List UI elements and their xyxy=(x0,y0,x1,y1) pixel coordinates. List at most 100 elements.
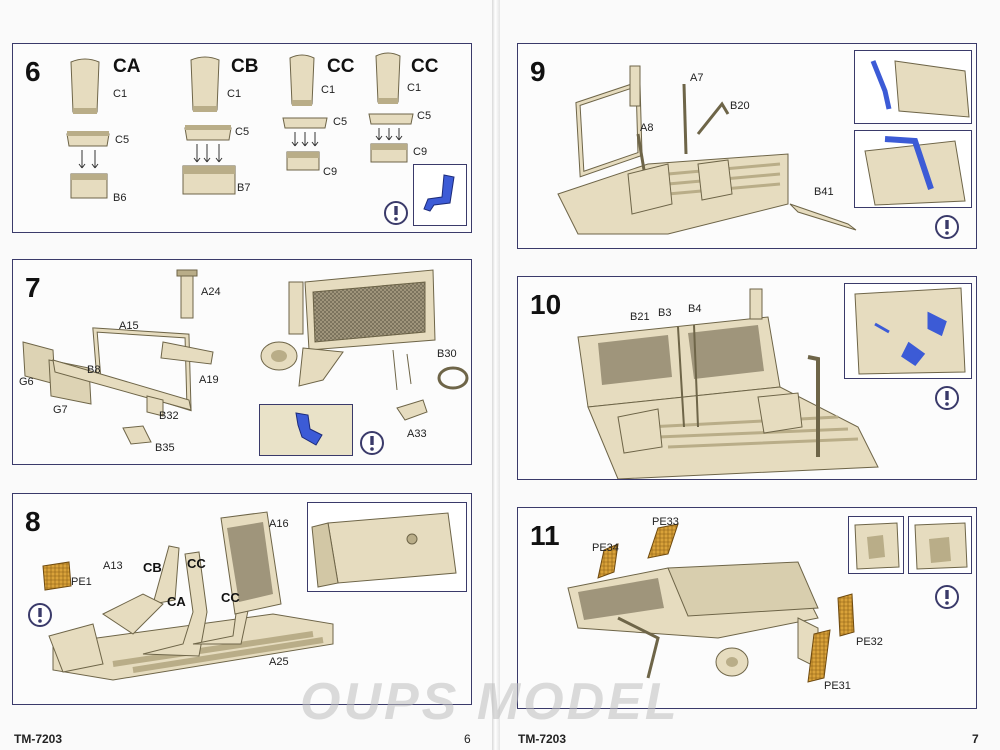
part-label: C5 xyxy=(417,110,432,122)
part-label: C5 xyxy=(115,134,130,146)
seat-orientation-inset xyxy=(413,164,467,226)
dashboard-assembly-drawing xyxy=(577,288,879,479)
seat-group-label: CC xyxy=(187,556,206,571)
page-number-right: 7 xyxy=(972,732,979,746)
part-label: C1 xyxy=(321,84,336,96)
part-label: G7 xyxy=(53,404,68,416)
group-label: CC xyxy=(327,56,355,77)
detail-inset-left xyxy=(848,516,904,574)
detail-inset-bottom xyxy=(854,130,972,208)
part-label: B41 xyxy=(814,186,834,198)
blue-bracket-icon xyxy=(260,405,352,455)
part-label: B3 xyxy=(658,307,672,319)
seat-cushion-part xyxy=(368,113,414,125)
part-label: C5 xyxy=(235,126,250,138)
step-7-panel: 7 A24 A15 B8 G6 G7 A19 B32 B35 B30 A33 xyxy=(12,259,472,465)
part-label: A7 xyxy=(690,72,704,84)
part-label: B32 xyxy=(159,410,179,422)
step-6-panel: 6 CA C1 C5 B6 CB C1 C5 B7 CC C1 C5 C9 CC… xyxy=(12,43,472,233)
part-label: C1 xyxy=(227,88,242,100)
step-number: 7 xyxy=(25,272,41,303)
detail-inset xyxy=(844,283,972,379)
attention-icon xyxy=(360,431,384,455)
blue-seat-icon xyxy=(423,174,455,212)
group-label: CA xyxy=(113,56,141,77)
assembly-arrows xyxy=(291,132,319,147)
page-spine xyxy=(492,0,500,750)
seat-cushion-part xyxy=(66,131,110,147)
step-number: 8 xyxy=(25,506,41,537)
part-label: PE1 xyxy=(71,576,92,588)
part-label: A25 xyxy=(269,656,289,668)
part-label: B8 xyxy=(87,364,101,376)
seat-group-label: CC xyxy=(221,590,240,605)
attention-icon xyxy=(28,603,52,627)
part-label: PE33 xyxy=(652,516,679,528)
step-number: 9 xyxy=(530,56,546,87)
part-label: C5 xyxy=(333,116,348,128)
hinge-detail-icon xyxy=(914,522,968,570)
seat-cushion-part xyxy=(282,117,328,129)
cargo-floor-drawing xyxy=(567,523,855,683)
seat-base-part xyxy=(182,165,236,195)
part-label: B4 xyxy=(688,303,702,315)
part-label: A33 xyxy=(407,428,427,440)
document-code-right: TM-7203 xyxy=(518,732,567,746)
attention-icon xyxy=(935,386,959,410)
step-11-panel: 11 PE33 PE34 PE32 PE31 xyxy=(517,507,977,709)
assembly-arrows xyxy=(78,150,99,169)
seat-back-part xyxy=(190,56,220,112)
seat-frame-drawing xyxy=(22,269,469,445)
seat-cushion-part xyxy=(184,125,232,141)
part-label: B30 xyxy=(437,348,457,360)
part-label: B21 xyxy=(630,311,650,323)
interior-seats-drawing xyxy=(42,511,334,681)
step-number: 11 xyxy=(530,520,560,551)
seat-base-part xyxy=(370,143,408,163)
part-label: A16 xyxy=(269,518,289,530)
part-label: A19 xyxy=(199,374,219,386)
seat-back-part xyxy=(289,54,315,106)
step-9-panel: 9 A7 B20 A8 B41 xyxy=(517,43,977,249)
part-label: G6 xyxy=(19,376,34,388)
seat-base-part xyxy=(286,151,320,171)
part-label: A24 xyxy=(201,286,221,298)
page-number-left: 6 xyxy=(464,732,471,746)
watermark: OUPS MODEL xyxy=(300,673,680,731)
detail-inset xyxy=(307,502,467,592)
detail-inset-top xyxy=(854,50,972,124)
part-label: B7 xyxy=(237,182,251,194)
part-label: PE31 xyxy=(824,680,851,692)
cab-interior-drawing xyxy=(557,65,857,235)
attention-icon xyxy=(935,215,959,239)
blue-clip-icon xyxy=(854,287,966,375)
assembly-arrows xyxy=(193,144,223,163)
part-label: B6 xyxy=(113,192,127,204)
attention-icon xyxy=(935,585,959,609)
part-label: PE32 xyxy=(856,636,883,648)
seat-base-part xyxy=(70,173,108,199)
step-number: 10 xyxy=(530,289,562,320)
part-label: B20 xyxy=(730,100,750,112)
part-label: A15 xyxy=(119,320,139,332)
step-10-panel: 10 B21 B3 B4 xyxy=(517,276,977,480)
part-label: A8 xyxy=(640,122,654,134)
part-label: C9 xyxy=(413,146,428,158)
document-code-left: TM-7203 xyxy=(14,732,63,746)
seat-back-part xyxy=(70,58,100,114)
part-label: C9 xyxy=(323,166,338,178)
part-label: B35 xyxy=(155,442,175,454)
blue-rod-icon xyxy=(870,60,970,118)
step-number: 6 xyxy=(25,56,41,87)
bench-detail-icon xyxy=(311,512,457,588)
detail-inset xyxy=(259,404,353,456)
blue-bracket-icon xyxy=(864,136,966,206)
part-label: C1 xyxy=(407,82,422,94)
part-label: C1 xyxy=(113,88,128,100)
seat-group-label: CA xyxy=(167,594,186,609)
attention-icon xyxy=(384,201,408,225)
group-label: CB xyxy=(231,56,259,77)
step-8-panel: 8 A16 A13 CB CC CA CC PE1 A25 xyxy=(12,493,472,705)
part-label: A13 xyxy=(103,560,123,572)
seat-group-label: CB xyxy=(143,560,162,575)
